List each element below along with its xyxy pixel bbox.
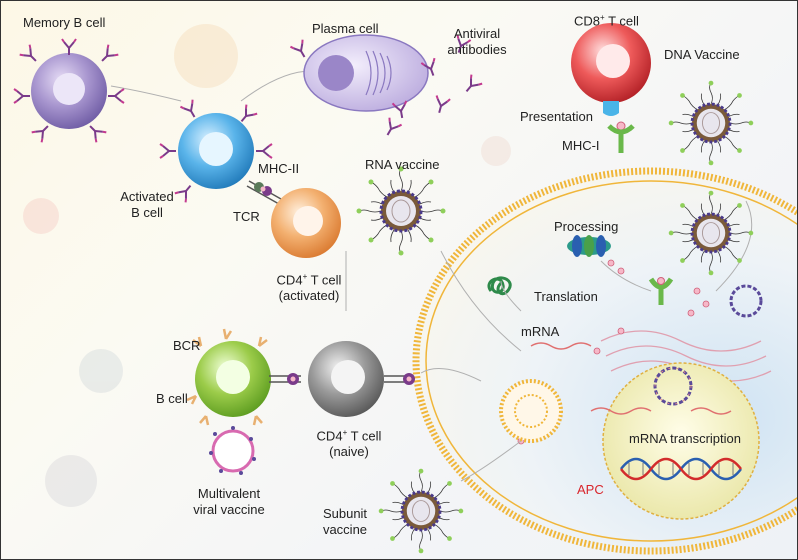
cd4-activated-text: CD4 xyxy=(276,272,303,288)
tcr-label: TCR xyxy=(233,209,260,224)
translation-label: Translation xyxy=(534,289,598,304)
cd4-naive-label: CD4+ T cell (naive) xyxy=(307,425,391,460)
cd4-activated-line2: (activated) xyxy=(278,288,340,304)
cd8-suffix: T cell xyxy=(604,13,639,29)
b-cell-label: B cell xyxy=(156,391,188,406)
activated-b-cell-line1: Activated xyxy=(120,189,174,204)
cd8-text: CD8 xyxy=(574,13,601,29)
mhc-i-label: MHC-I xyxy=(562,138,600,153)
memory-b-cell-label: Memory B cell xyxy=(23,15,106,30)
dna-vaccine-label: DNA Vaccine xyxy=(664,47,740,62)
multivalent-line1: Multivalent xyxy=(197,486,261,501)
presentation-label: Presentation xyxy=(520,109,593,124)
activated-b-cell-label: Activated B cell xyxy=(111,189,183,221)
apc-label: APC xyxy=(577,482,604,497)
cd4-activated-label: CD4+ T cell (activated) xyxy=(263,269,355,304)
subunit-line1: Subunit xyxy=(322,506,368,521)
mhc-ii-label: MHC-II xyxy=(258,161,300,176)
multivalent-line2: viral vaccine xyxy=(193,502,265,517)
cd4-activated-superscript: + xyxy=(302,272,308,281)
processing-label: Processing xyxy=(554,219,619,234)
cd8-t-cell-label: CD8+ T cell xyxy=(574,10,639,29)
cd4-naive-text: CD4 xyxy=(316,428,343,444)
cd4-naive-suffix: T cell xyxy=(347,428,382,444)
cd4-naive-superscript: + xyxy=(342,428,348,437)
mrna-label: mRNA xyxy=(521,324,560,339)
cd4-activated-suffix: T cell xyxy=(307,272,342,288)
antiviral-antibodies-line2: antibodies xyxy=(447,42,507,57)
rna-vaccine-label: RNA vaccine xyxy=(365,157,440,172)
antiviral-antibodies-label: Antiviral antibodies xyxy=(439,26,515,58)
multivalent-vaccine-label: Multivalent viral vaccine xyxy=(181,486,277,518)
cd4-naive-line2: (naive) xyxy=(329,444,369,460)
cd8-superscript: + xyxy=(600,13,605,22)
antiviral-antibodies-line1: Antiviral xyxy=(453,26,501,41)
bcr-label: BCR xyxy=(173,338,201,353)
subunit-line2: vaccine xyxy=(322,522,368,537)
plasma-cell-label: Plasma cell xyxy=(312,21,379,36)
subunit-vaccine-label: Subunit vaccine xyxy=(315,506,375,538)
mrna-transcription-label: mRNA transcription xyxy=(629,431,741,446)
cd4-activated-line1: CD4+ T cell xyxy=(263,269,355,288)
cd4-naive-line1: CD4+ T cell xyxy=(307,425,391,444)
activated-b-cell-line2: B cell xyxy=(131,205,163,220)
